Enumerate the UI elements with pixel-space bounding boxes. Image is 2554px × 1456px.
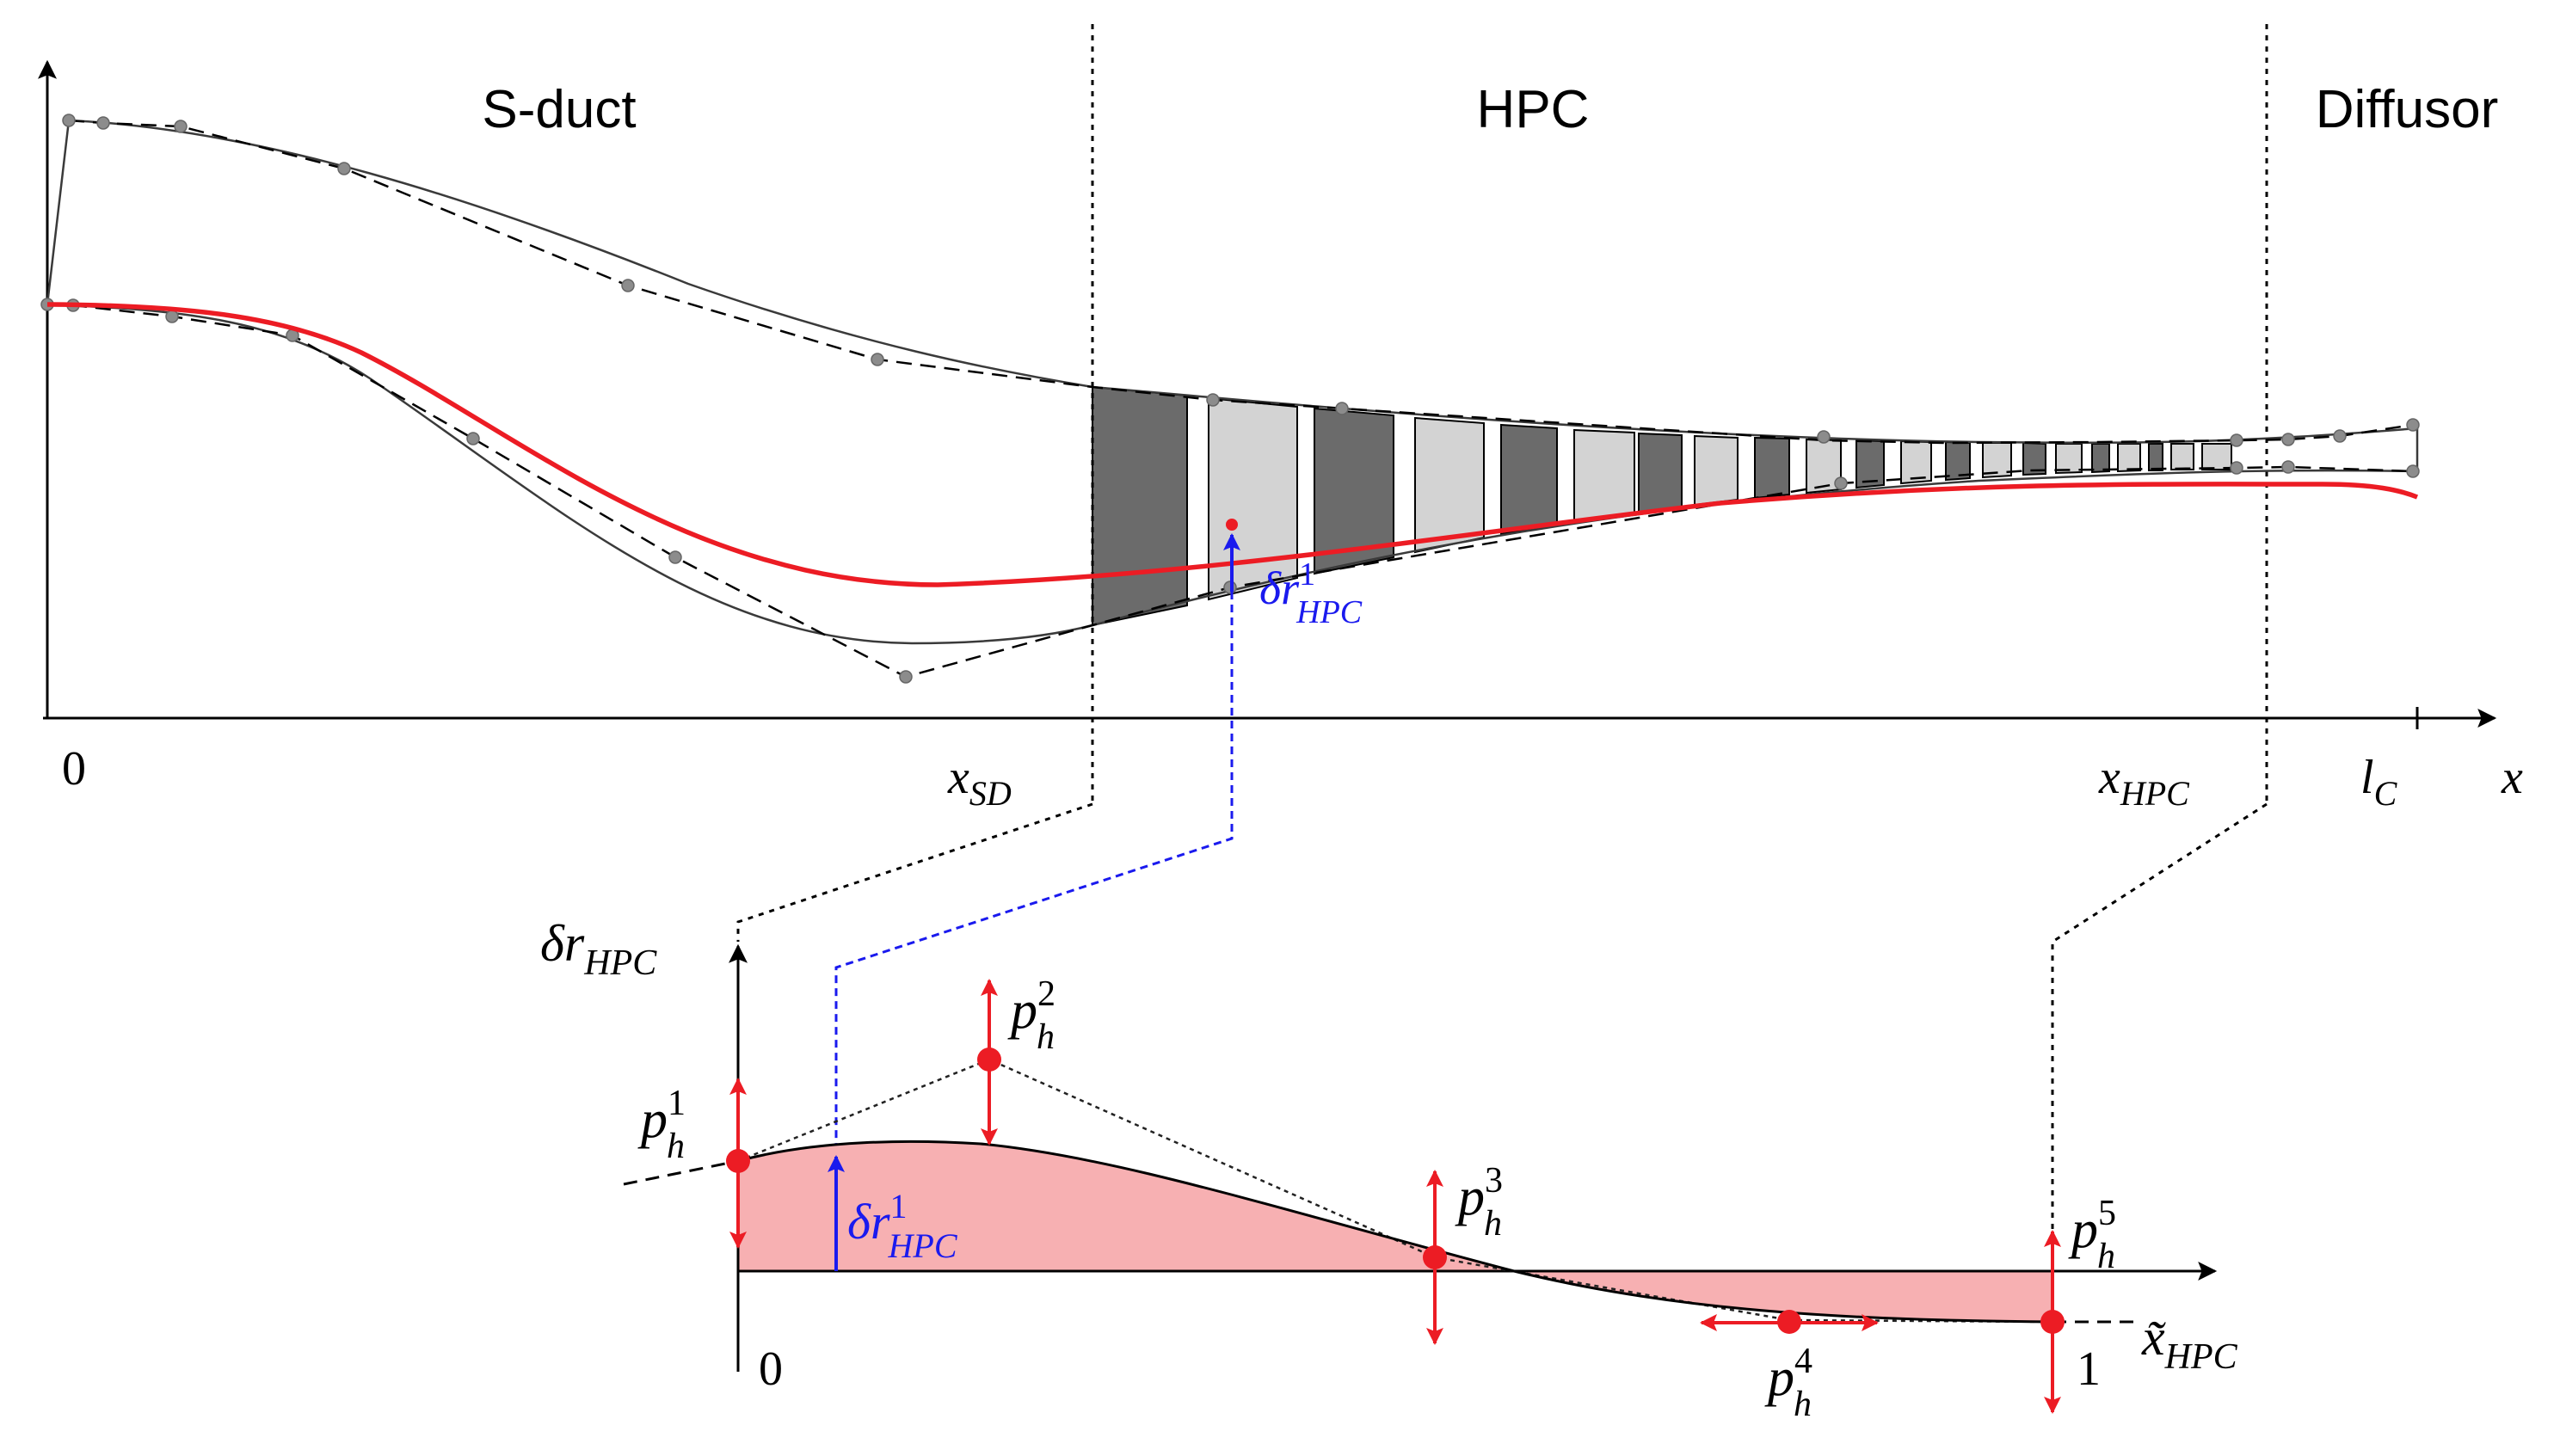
p5-point[interactable] — [2040, 1310, 2065, 1334]
control-point-p2[interactable] — [977, 979, 1001, 1146]
x-sd-label: xSD — [947, 751, 1012, 813]
control-point — [2281, 433, 2295, 446]
blade-row-17 — [2091, 443, 2110, 474]
bottom-one-label: 1 — [2077, 1342, 2101, 1396]
p1-point[interactable] — [726, 1149, 750, 1173]
control-point — [2230, 433, 2243, 447]
blade-row-18 — [2117, 443, 2141, 473]
control-point — [2230, 461, 2243, 475]
blade-row-16 — [2055, 443, 2083, 475]
blade-row-9 — [1754, 436, 1790, 500]
hub-perturbation-spline — [737, 1140, 2053, 1324]
l-c-label: lC — [2360, 751, 2398, 813]
right-zoom-connector — [2051, 802, 2268, 1316]
control-point-p5[interactable] — [2040, 1230, 2065, 1414]
p2-point[interactable] — [977, 1047, 1001, 1072]
x-axis-label: x — [2501, 751, 2523, 804]
p4-point[interactable] — [1777, 1310, 1801, 1334]
blade-row-21 — [2201, 443, 2232, 470]
hpc-section-label: HPC — [1477, 80, 1590, 139]
control-point — [1817, 430, 1831, 444]
blade-row-20 — [2170, 443, 2194, 470]
control-point — [1335, 402, 1349, 415]
sduct-section-label: S-duct — [482, 80, 636, 139]
casing-control-polygon — [68, 119, 2414, 445]
control-point — [1834, 476, 1848, 490]
blade-row-3 — [1314, 407, 1394, 575]
perturbation-connector — [834, 592, 1234, 1159]
control-point — [899, 670, 913, 684]
compressor-blade-rows — [1092, 385, 2232, 627]
control-point — [2333, 429, 2347, 443]
control-point — [174, 120, 188, 133]
control-point — [165, 310, 179, 323]
control-point-p1[interactable] — [726, 1078, 750, 1249]
blade-row-8 — [1694, 434, 1739, 507]
control-point — [96, 116, 110, 130]
control-point — [1206, 393, 1220, 407]
left-zoom-connector — [736, 802, 1093, 942]
control-point — [466, 432, 480, 445]
bottom-origin-label: 0 — [759, 1342, 783, 1396]
control-point — [2281, 460, 2295, 474]
control-point — [871, 353, 884, 366]
control-point — [668, 550, 682, 564]
blade-row-6 — [1573, 428, 1635, 523]
control-point — [2406, 418, 2420, 432]
hub-control-polygon — [46, 303, 2414, 679]
left-extrapolation — [623, 1159, 739, 1186]
perturbed-hub-curve — [46, 302, 2419, 587]
blade-row-19 — [2148, 443, 2163, 471]
p3-point[interactable] — [1423, 1245, 1447, 1269]
blade-row-5 — [1500, 423, 1558, 536]
bottom-x-axis-label: x̃HPC — [2141, 1309, 2238, 1377]
hub-curve — [46, 303, 2418, 645]
perturbation-target-point — [1226, 519, 1238, 531]
bottom-y-axis-label: δrHPC — [540, 915, 657, 983]
top-origin-label: 0 — [62, 742, 86, 796]
perturbation-area — [738, 1141, 2052, 1322]
blade-row-12 — [1900, 439, 1932, 485]
blade-row-11 — [1855, 439, 1885, 489]
control-point-p3[interactable] — [1423, 1170, 1447, 1345]
control-point-p4[interactable] — [1700, 1310, 1879, 1334]
x-hpc-label: xHPC — [2098, 751, 2190, 813]
control-point — [337, 162, 351, 175]
blade-row-7 — [1638, 432, 1683, 514]
control-point — [2406, 464, 2420, 478]
control-point — [62, 114, 76, 127]
blade-row-1 — [1092, 385, 1188, 627]
control-point — [621, 279, 635, 292]
zoom-connectors — [736, 592, 2268, 1316]
diffusor-section-label: Diffusor — [2316, 80, 2499, 139]
